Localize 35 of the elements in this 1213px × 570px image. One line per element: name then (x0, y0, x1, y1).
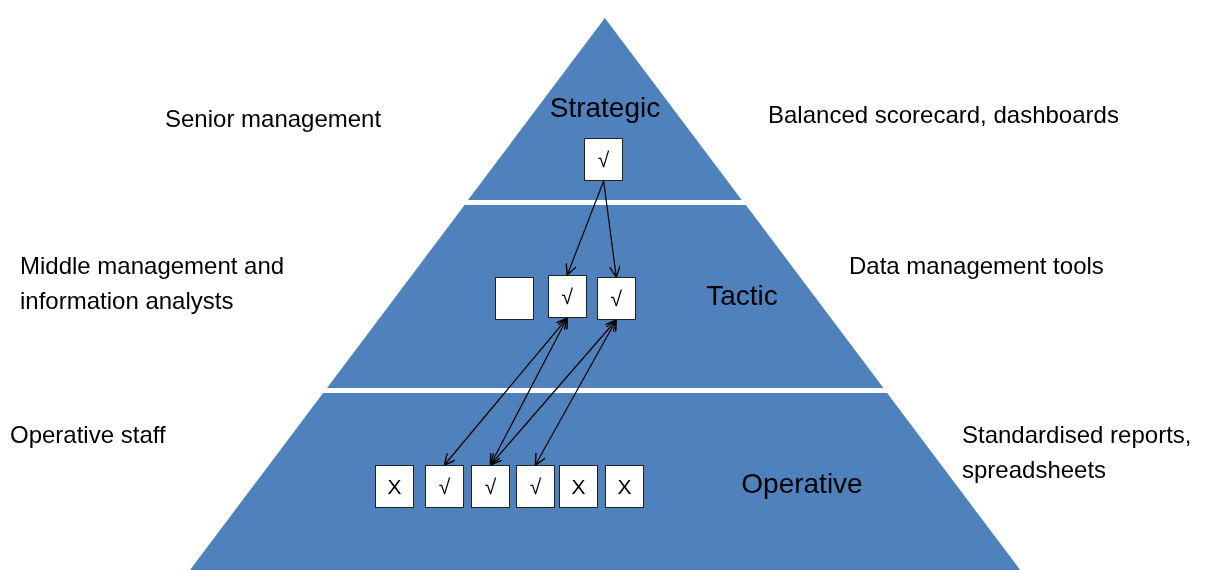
tier-description: Senior management (165, 104, 383, 134)
pyramid-tier (468, 18, 742, 200)
tier-description: Operative staff (10, 420, 167, 450)
arrow (534, 319, 617, 466)
box-mark: √ (529, 474, 542, 499)
tier-description: Middle management and information analysts (20, 251, 286, 316)
box-mark: √ (561, 284, 573, 309)
check-box (424, 465, 464, 508)
box-mark: X (571, 474, 586, 499)
check-box (558, 465, 598, 508)
box-mark: √ (597, 147, 610, 172)
box-mark: X (617, 474, 632, 499)
tier-description: Balanced scorecard, dashboards (768, 100, 1120, 130)
arrow (443, 317, 568, 466)
tier-label: Tactic (706, 280, 778, 312)
check-box (584, 138, 624, 181)
arrow (489, 317, 568, 466)
box-mark: √ (484, 474, 497, 499)
box-mark: √ (610, 286, 622, 311)
check-box (596, 277, 636, 320)
check-box (515, 465, 555, 508)
empty-box (494, 277, 534, 320)
check-box (604, 465, 644, 508)
check-box (374, 465, 414, 508)
arrow (565, 180, 605, 276)
check-box (547, 275, 587, 318)
arrow (603, 180, 621, 278)
tier-description: Standardised reports, spreadsheets (962, 420, 1192, 485)
tier-label: Operative (741, 468, 863, 500)
box-mark: X (387, 474, 402, 499)
box-mark: √ (438, 474, 451, 499)
check-box (470, 465, 510, 508)
arrow (489, 319, 617, 466)
tier-description: Data management tools (849, 251, 1105, 281)
tier-label: Strategic (549, 92, 661, 124)
